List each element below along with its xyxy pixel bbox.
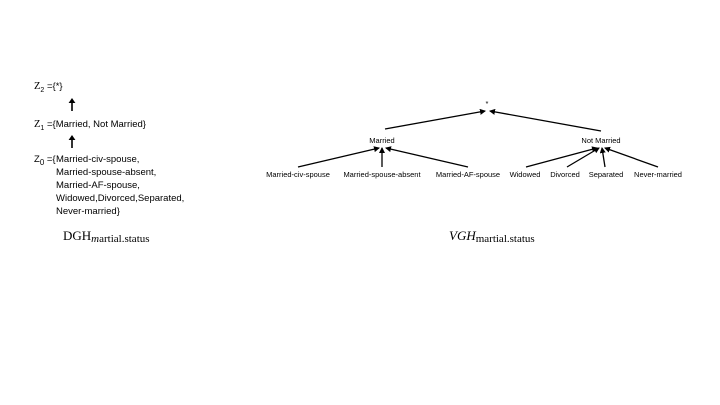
leaf-married-af-spouse: Married-AF-spouse [436, 170, 500, 179]
edge-not-married-to-root [489, 108, 602, 132]
arrow-up-icon [68, 98, 76, 111]
z0-value-line: Married-AF-spouse, [56, 180, 140, 191]
leaf-separated: Separated [589, 170, 624, 179]
z2-value: ={*} [44, 81, 63, 92]
leaf-married-spouse-absent: Married-spouse-absent [343, 170, 421, 179]
arrow-up-icon [68, 135, 76, 148]
dgh-level-z0: Z0 ={ Married-civ-spouse, Married-spouse… [34, 153, 184, 217]
dgh-level-z1: Z1 ={Married, Not Married} [34, 118, 146, 135]
dgh-caption-sub-italic: m [91, 233, 100, 245]
z2-symbol: Z [34, 81, 41, 92]
z2-subscript: 2 [40, 86, 45, 94]
z1-subscript: 1 [40, 124, 45, 132]
z0-value-line: Married-spouse-absent, [56, 167, 157, 178]
dgh-caption: DGHmartial.status [63, 228, 150, 245]
edge-married-to-root [384, 108, 486, 130]
z0-value-line: Never-married} [56, 206, 120, 217]
vgh-caption-main: VGH [449, 228, 476, 243]
edge-never-married-to-not-married [604, 146, 659, 168]
z0-value-line: Widowed,Divorced,Separated, [56, 193, 185, 204]
z1-symbol: Z [34, 119, 41, 130]
leaf-widowed: Widowed [510, 170, 541, 179]
z0-symbol: Z [34, 154, 40, 165]
edge-civ-to-married [297, 146, 380, 168]
node-married: Married [369, 136, 394, 145]
leaf-never-married: Never-married [634, 170, 682, 179]
leaf-married-civ-spouse: Married-civ-spouse [266, 170, 330, 179]
z0-values: Married-civ-spouse, Married-spouse-absen… [56, 153, 184, 218]
node-not-married: Not Married [581, 136, 620, 145]
edge-af-to-married [385, 146, 469, 168]
dgh-caption-sub-rest: artial.status [99, 233, 150, 245]
vgh-caption-sub: martial.status [475, 233, 535, 245]
edge-widowed-to-not-married [525, 146, 598, 168]
dgh-level-z2: Z2 ={*} [34, 80, 63, 97]
z0-prefix: ={ [44, 154, 56, 165]
z0-subscript: 0 [39, 157, 45, 167]
dgh-caption-main: DGH [63, 228, 92, 243]
edge-divorced-to-not-married [566, 147, 600, 168]
z1-value: ={Married, Not Married} [44, 119, 146, 130]
vgh-caption: VGHmartial.status [449, 228, 535, 245]
node-root: * [486, 99, 489, 108]
leaf-divorced: Divorced [550, 170, 580, 179]
edge-separated-to-not-married [599, 147, 606, 168]
z0-value-line: Married-civ-spouse, [56, 154, 140, 165]
